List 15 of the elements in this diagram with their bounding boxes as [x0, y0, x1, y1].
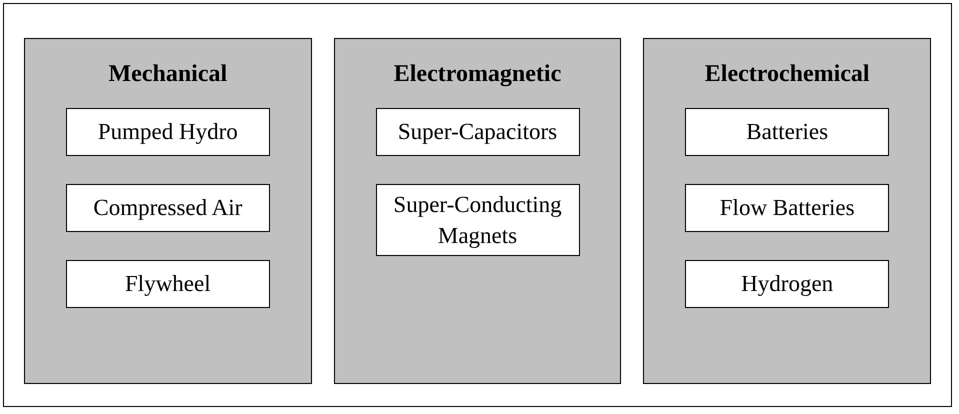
storage-type-box: Batteries [685, 108, 890, 156]
storage-type-box: Flywheel [66, 260, 270, 308]
panel-heading: Mechanical [108, 61, 228, 88]
storage-type-box: Super-Capacitors [376, 108, 580, 156]
storage-type-box: Flow Batteries [685, 184, 890, 232]
diagram-frame [3, 3, 952, 407]
storage-type-box: Hydrogen [685, 260, 890, 308]
category-panel [643, 38, 932, 384]
category-panel [24, 38, 312, 384]
category-panel [334, 38, 622, 384]
storage-type-box: Pumped Hydro [66, 108, 270, 156]
panel-heading: Electrochemical [704, 61, 870, 88]
storage-type-box: Super-Conducting Magnets [376, 184, 580, 256]
panel-heading: Electromagnetic [394, 61, 562, 88]
storage-type-box: Compressed Air [66, 184, 270, 232]
